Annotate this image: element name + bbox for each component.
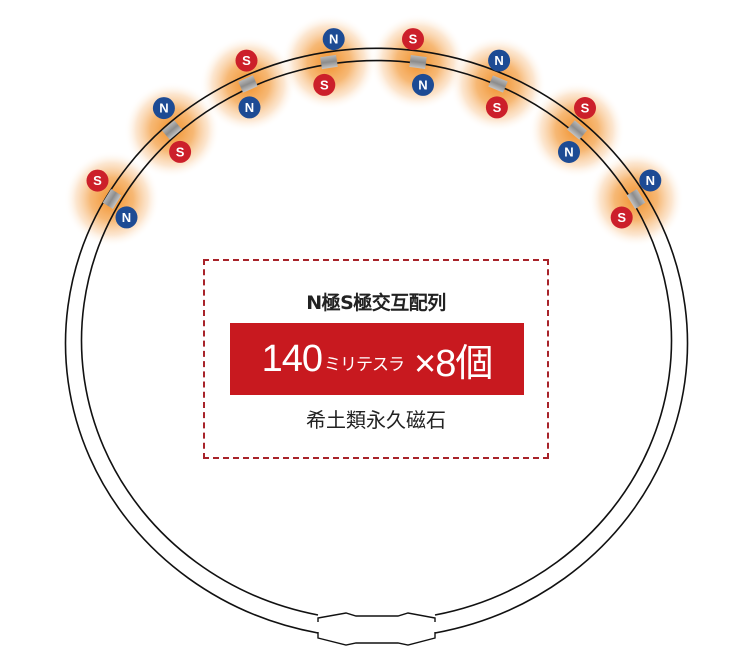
north-pole-badge [115,206,138,229]
magnet-body [320,54,338,70]
pole-label: S [409,32,418,47]
south-pole-badge [610,206,633,229]
pole-label: N [418,77,427,92]
south-pole-badge [169,140,192,163]
magnet-3: SN [235,49,261,119]
pole-label: N [159,101,168,116]
spec-info-box: N極S極交互配列 140 ミリテスラ ×8個 希土類永久磁石 [203,259,549,459]
magnet-type-label: 希土類永久磁石 [306,408,446,432]
north-pole-badge [639,169,662,192]
magnet-body [488,75,508,93]
pole-label: N [329,32,338,47]
magnet-body [409,54,427,70]
strength-value: 140 [261,337,323,380]
pole-label: S [93,173,102,188]
magnet-body [162,120,182,140]
magnet-1: SN [86,169,138,229]
north-pole-badge [322,28,345,51]
pole-label: N [245,100,254,115]
magnet-4: NS [313,28,345,96]
strength-unit: ミリテスラ [324,354,405,375]
clasp [317,612,436,646]
south-pole-badge [402,28,424,51]
magnet-7: SN [558,97,596,163]
magnet-8: NS [610,169,662,229]
pole-label: N [122,210,131,225]
north-pole-badge [488,49,511,72]
magnet-strength-banner: 140 ミリテスラ ×8個 [230,323,524,395]
pole-label: S [581,101,590,116]
magnet-body [238,75,258,93]
south-pole-badge [485,96,508,119]
north-pole-badge [412,73,434,96]
north-pole-badge [238,96,261,119]
south-pole-badge [235,49,258,72]
south-pole-badge [574,97,596,119]
north-pole-badge [558,141,580,163]
magnet-5: SN [402,28,434,96]
ring-outer-edge [64,47,689,634]
ring-inner-edge [80,59,673,616]
south-pole-badge [86,169,109,192]
magnet-6: NS [485,49,511,119]
magnet-2: NS [152,97,192,163]
alternating-poles-heading: N極S極交互配列 [306,292,446,314]
pole-label: S [176,144,185,159]
pole-label: N [494,53,503,68]
magnet-body [626,189,646,209]
north-pole-badge [152,97,175,120]
pole-label: N [646,173,655,188]
pole-label: S [242,53,251,68]
south-pole-badge [313,73,336,96]
magnet-body [567,120,587,140]
pole-label: S [320,77,329,92]
necklace-ring [64,47,689,634]
magnet-body [102,189,122,209]
pole-label: N [564,145,573,160]
pole-label: S [493,100,502,115]
pole-label: S [617,210,626,225]
magnet-count: ×8個 [414,342,493,385]
